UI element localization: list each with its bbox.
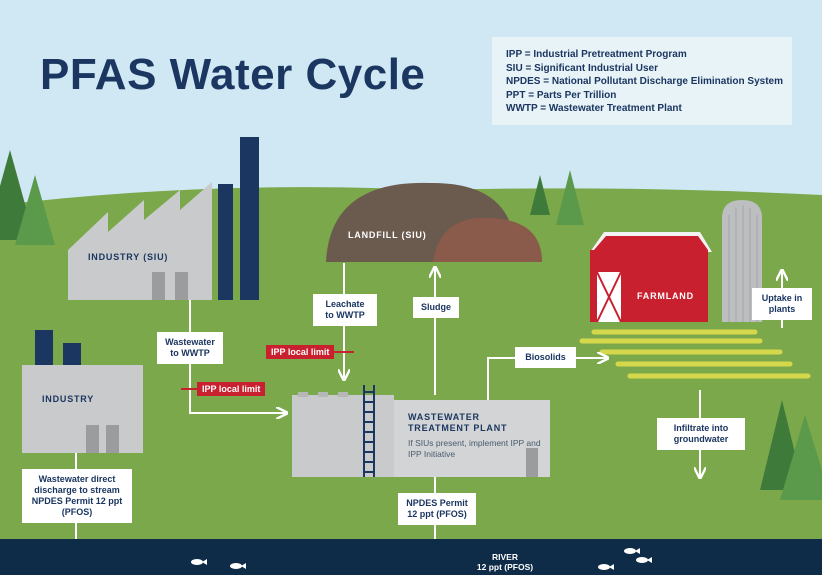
wastewater-to-wwtp-label: Wastewater to WWTP xyxy=(157,332,223,364)
legend-item: IPP = Industrial Pretreatment Program xyxy=(506,49,687,60)
smokestacks xyxy=(218,137,259,300)
tree-left-background xyxy=(0,150,55,245)
landfill-label: LANDFILL (SIU) xyxy=(348,230,427,240)
fish-icons xyxy=(191,548,652,570)
fish-icon xyxy=(598,564,614,570)
wwtp-tanks xyxy=(292,392,394,477)
direct-discharge-label: Wastewater direct discharge to stream NP… xyxy=(22,469,132,523)
river xyxy=(0,539,822,575)
wwtp-building xyxy=(394,400,550,477)
river-label: RIVER 12 ppt (PFOS) xyxy=(440,552,570,572)
ipp-local-limit-tag: IPP local limit xyxy=(266,345,335,359)
industry-building xyxy=(22,330,143,453)
tree-center-background xyxy=(530,170,584,225)
farmland-label: FARMLAND xyxy=(637,291,694,301)
industry-siu-building xyxy=(68,182,212,300)
sludge-label: Sludge xyxy=(413,297,459,318)
legend-item: SIU = Significant Industrial User xyxy=(506,62,658,74)
landfill xyxy=(326,182,542,262)
leachate-label: Leachate to WWTP xyxy=(313,294,377,326)
wwtp-label: WASTEWATER TREATMENT PLANT xyxy=(408,412,508,433)
tree-right-foreground xyxy=(760,400,822,500)
legend-item: WWTP = Wastewater Treatment Plant xyxy=(506,103,682,114)
ipp-limit-ticks xyxy=(181,351,354,390)
legend-item: NPDES = National Pollutant Discharge Eli… xyxy=(506,76,784,87)
fish-icon xyxy=(636,557,652,563)
industry-label: INDUSTRY xyxy=(42,394,95,404)
crop-rows xyxy=(579,329,811,379)
wwtp-ladder xyxy=(363,385,375,477)
page-title: PFAS Water Cycle xyxy=(40,50,426,99)
legend-item: PPT = Parts Per Trillion xyxy=(506,89,617,101)
river-limit: 12 ppt (PFOS) xyxy=(476,562,534,572)
barn xyxy=(590,232,712,323)
uptake-label: Uptake in plants xyxy=(752,288,812,320)
fish-icon xyxy=(191,559,207,565)
fish-icon xyxy=(230,563,246,569)
ipp-local-limit-tag: IPP local limit xyxy=(197,382,266,396)
river-name: RIVER xyxy=(492,552,518,562)
industry-siu-label: INDUSTRY (SIU) xyxy=(88,252,169,262)
wwtp-subtitle: If SIUs present, implement IPP and IPP I… xyxy=(408,438,541,459)
npdes-permit-label: NPDES Permit 12 ppt (PFOS) xyxy=(398,493,476,525)
biosolids-label: Biosolids xyxy=(515,347,576,368)
infiltrate-label: Infiltrate into groundwater xyxy=(657,418,745,450)
fish-icon xyxy=(624,548,640,554)
legend-box: IPP = Industrial Pretreatment Program SI… xyxy=(492,37,792,125)
